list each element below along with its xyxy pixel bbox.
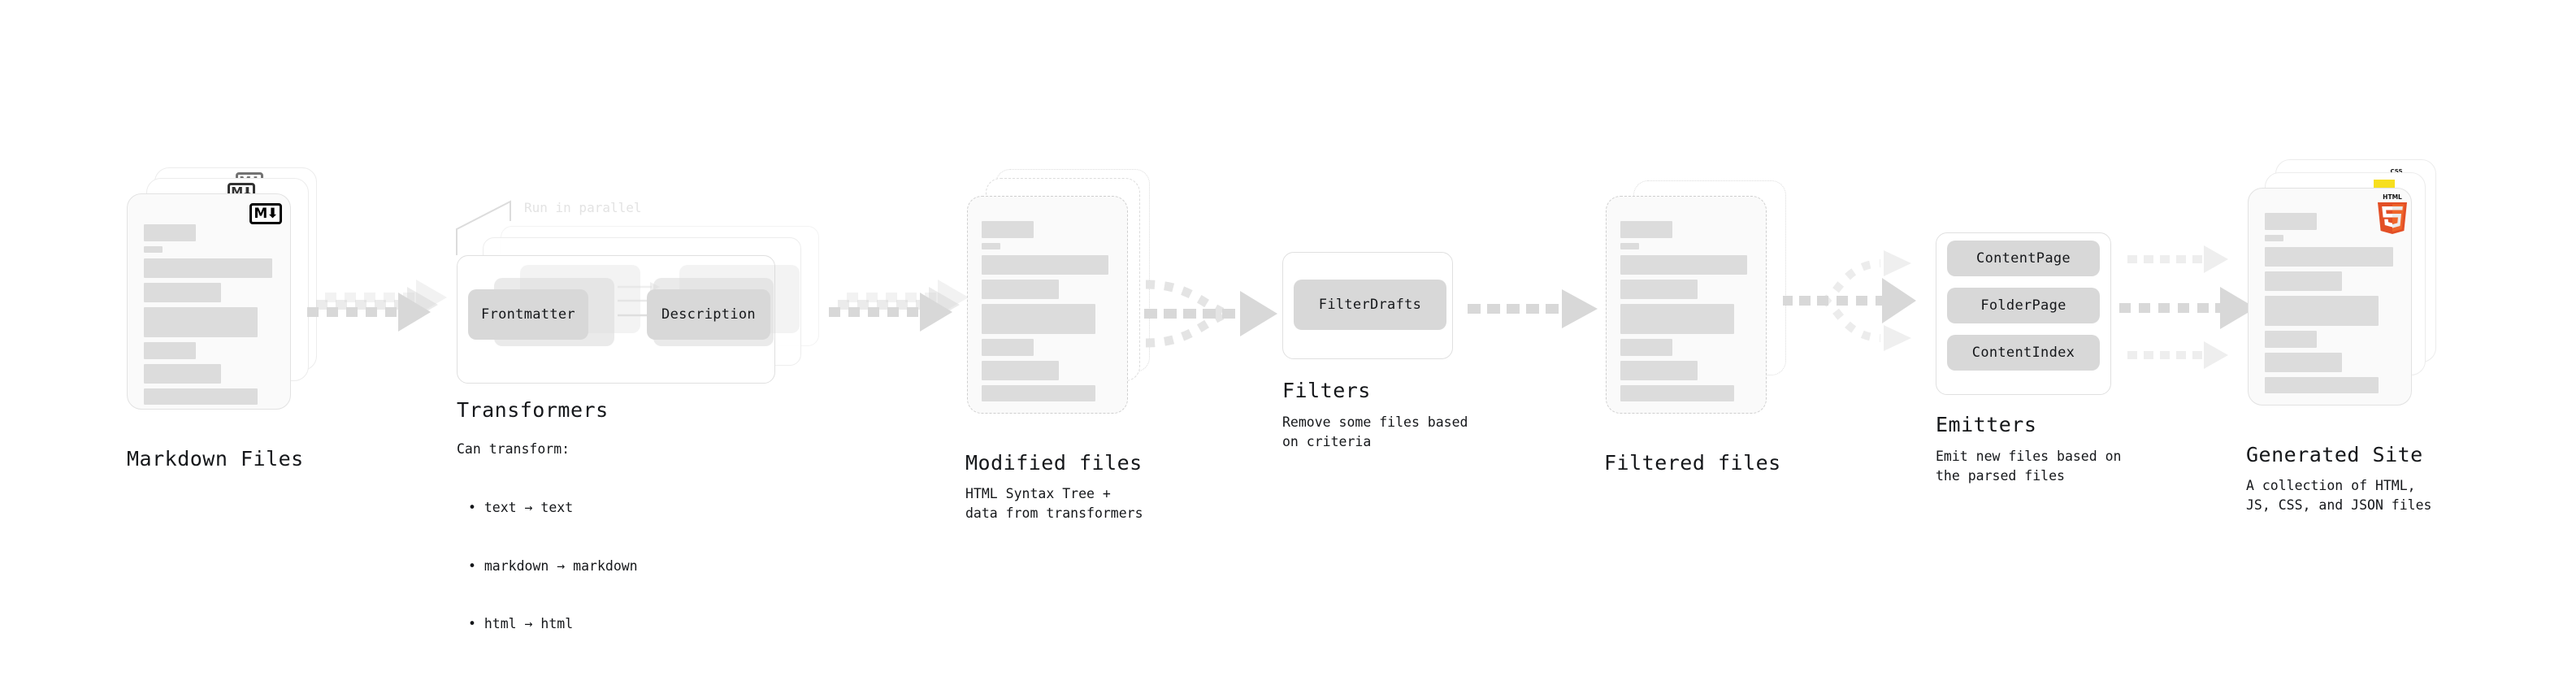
filtered-line (1620, 304, 1734, 334)
transformers-bullet-item: • html → html (468, 616, 574, 632)
generated-line (2265, 235, 2283, 241)
md-line (144, 258, 272, 278)
stage-title-filtered-files: Filtered files (1604, 451, 1781, 475)
stage-title-modified-files: Modified files (965, 451, 1143, 475)
modified-line (982, 385, 1095, 401)
run-in-parallel-bracket (456, 200, 511, 255)
emitter-chip-contentpage[interactable]: ContentPage (1947, 241, 2100, 276)
emitters-caption: Emit new files based on the parsed files (1936, 449, 2122, 484)
md-line (144, 224, 196, 241)
filtered-line (1620, 280, 1698, 299)
stage-title-emitters: Emitters (1936, 413, 2037, 436)
transformers-bullet-list: • text → text • markdown → markdown • ht… (468, 459, 638, 673)
md-line (144, 246, 163, 253)
modified-line (982, 304, 1095, 334)
modified-line (982, 339, 1034, 356)
filtered-line (1620, 361, 1698, 380)
transformer-chip-description[interactable]: Description (647, 289, 770, 340)
generated-site-caption: A collection of HTML, JS, CSS, and JSON … (2246, 478, 2432, 513)
connector-filtered-to-emitters (1783, 250, 1916, 351)
generated-line (2265, 377, 2379, 393)
stage-title-markdown-files: Markdown Files (127, 447, 304, 471)
filtered-line (1620, 221, 1672, 238)
stage-title-generated-site: Generated Site (2246, 443, 2423, 466)
md-line (144, 364, 221, 384)
emitter-chip-folderpage[interactable]: FolderPage (1947, 288, 2100, 323)
transformers-bullet-item: • markdown → markdown (468, 557, 638, 574)
modified-line (982, 361, 1059, 380)
modified-files-caption: HTML Syntax Tree + data from transformer… (965, 486, 1143, 521)
filtered-line (1620, 385, 1734, 401)
generated-line (2265, 213, 2317, 230)
css3-icon-label: CSS (2390, 168, 2403, 175)
run-in-parallel-label: Run in parallel (524, 200, 642, 215)
filter-chip-filterdrafts[interactable]: FilterDrafts (1294, 280, 1446, 330)
markdown-icon: M⬇ (249, 203, 282, 224)
generated-line (2265, 353, 2342, 372)
filtered-line (1620, 243, 1639, 249)
generated-line (2265, 271, 2342, 291)
connector-emitters-to-generated (2119, 245, 2256, 369)
html5-icon-label: HTML (2383, 193, 2402, 201)
filtered-line (1620, 255, 1747, 275)
md-line (144, 388, 258, 405)
md-line (144, 283, 221, 302)
generated-line (2265, 331, 2317, 348)
md-line (144, 307, 258, 337)
connector-filters-to-filtered (1468, 289, 1598, 328)
connector-markdown-to-transformers (307, 280, 447, 332)
modified-line (982, 255, 1108, 275)
md-line (144, 342, 196, 359)
generated-line (2265, 247, 2393, 267)
stage-title-filters: Filters (1282, 379, 1371, 402)
transformers-caption: Can transform: (457, 441, 570, 457)
transformer-chip-frontmatter[interactable]: Frontmatter (468, 289, 588, 340)
connector-transformers-to-modified (829, 280, 969, 332)
modified-line (982, 221, 1034, 238)
emitter-chip-contentindex[interactable]: ContentIndex (1947, 335, 2100, 371)
html5-icon: HTML (2378, 193, 2407, 234)
transformers-bullet-item: • text → text (468, 499, 574, 515)
connector-modified-to-filters (1144, 280, 1277, 348)
stage-title-transformers: Transformers (457, 398, 609, 422)
filtered-line (1620, 339, 1672, 356)
modified-line (982, 280, 1059, 299)
generated-line (2265, 296, 2379, 326)
filters-caption: Remove some files based on criteria (1282, 414, 1468, 449)
modified-line (982, 243, 1000, 249)
